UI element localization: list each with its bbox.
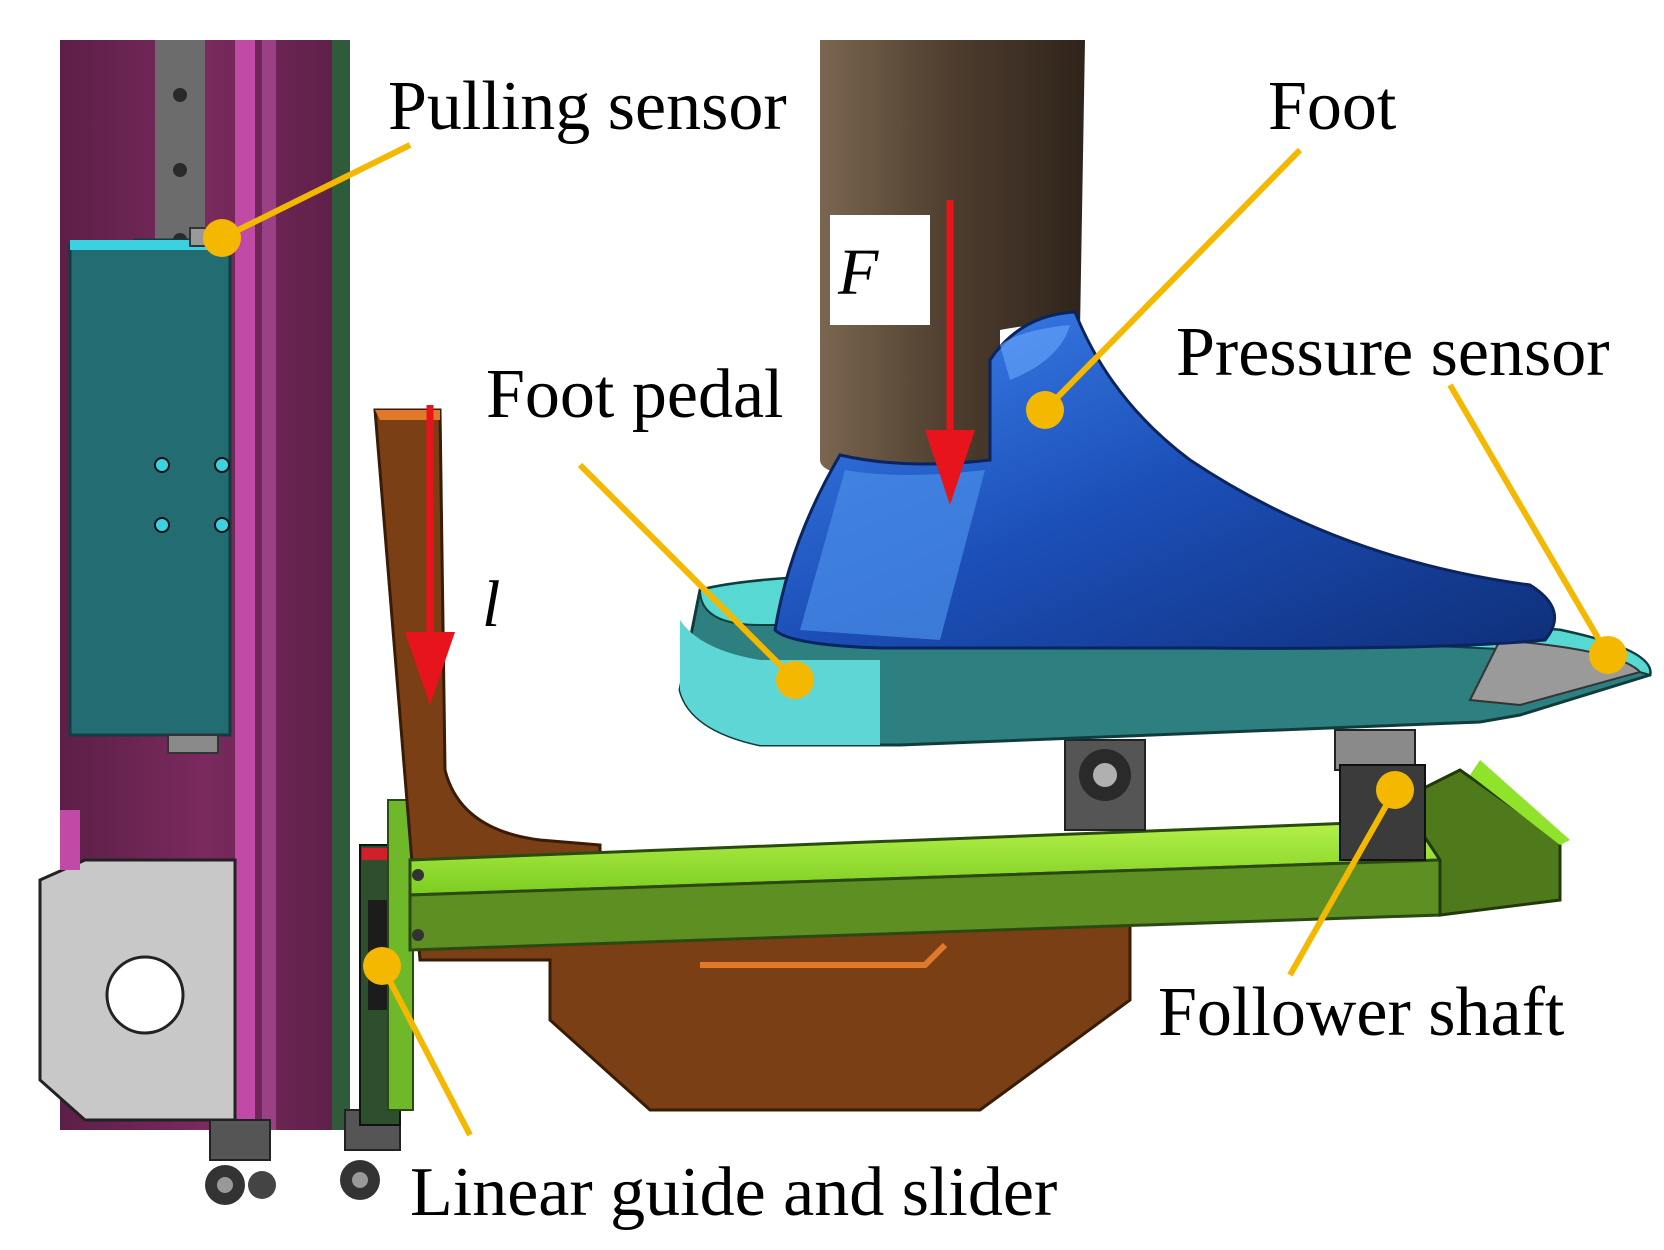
roller [1064, 739, 1146, 831]
force-arrow [925, 200, 975, 505]
callout-dot-pulling-sensor [203, 219, 241, 257]
label-length-symbol: l [482, 568, 501, 641]
caster-wheels [205, 1109, 401, 1205]
callout-dot-foot [1026, 391, 1064, 429]
callout-dot-pressure-sensor [1589, 636, 1627, 674]
linear-guide-slider [359, 799, 414, 1126]
label-pulling-sensor: Pulling sensor [388, 68, 787, 145]
label-pressure-sensor: Pressure sensor [1176, 314, 1610, 391]
label-force-symbol: F [838, 236, 879, 309]
callout-dot-foot-pedal [776, 661, 814, 699]
callout-dots [203, 219, 1627, 985]
callout-dot-linear-guide [363, 947, 401, 985]
clamp-block [38, 810, 237, 1122]
label-foot-pedal: Foot pedal [486, 356, 784, 433]
pulling-sensor-box [68, 227, 232, 754]
label-follower-shaft: Follower shaft [1158, 974, 1565, 1051]
horizontal-arm [408, 760, 1570, 952]
label-linear-guide: Linear guide and slider [410, 1154, 1058, 1231]
displacement-arrow [405, 405, 455, 705]
foot-shoe [773, 310, 1556, 650]
callout-lines [220, 142, 1611, 1137]
label-foot: Foot [1268, 68, 1397, 145]
callout-dot-follower-shaft [1376, 771, 1414, 809]
